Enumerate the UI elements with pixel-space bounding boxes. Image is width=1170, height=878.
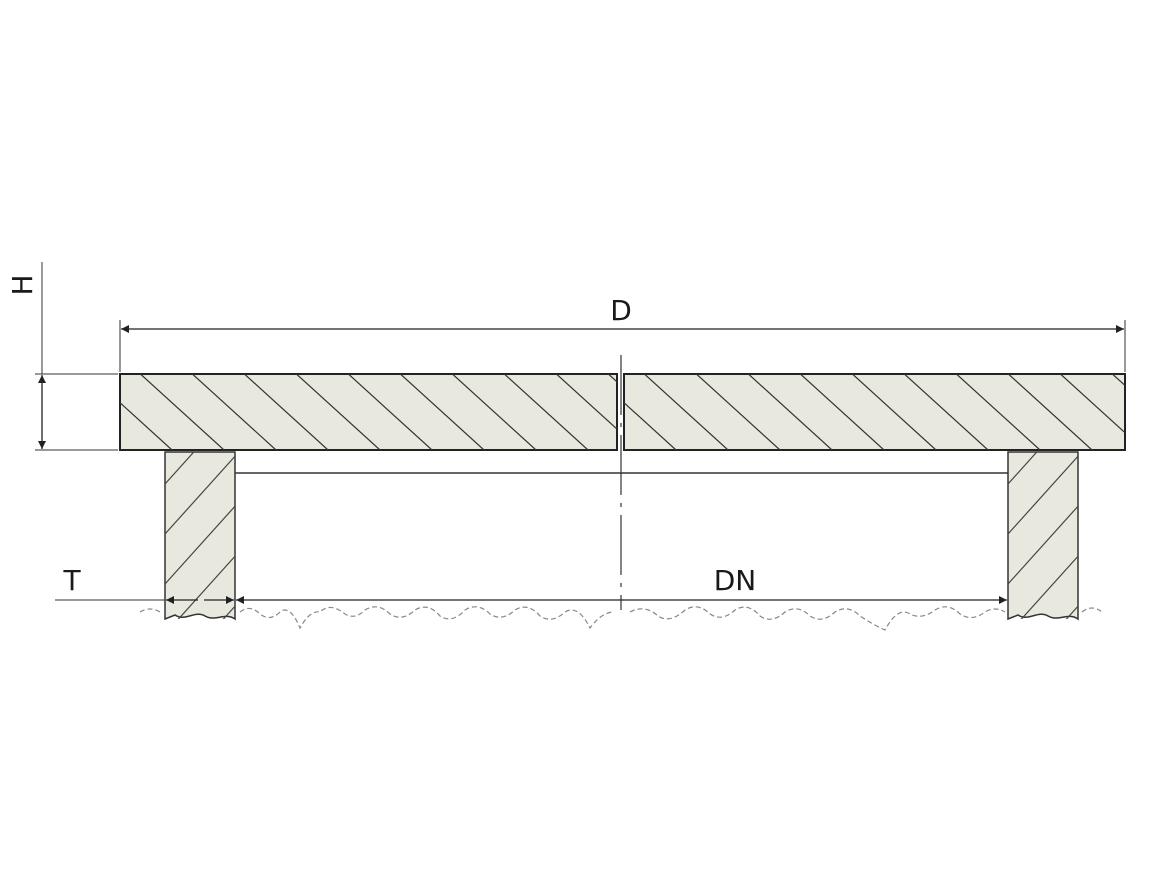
hatch-line (695, 374, 781, 450)
cover-slab (119, 373, 1170, 451)
hatch-line (1008, 505, 1078, 585)
hatch-line (222, 605, 235, 619)
hatch-line (120, 401, 173, 450)
dimension-d-label: D (610, 294, 632, 327)
hatch-line (295, 374, 381, 450)
hatch-line (0, 452, 14, 620)
hatch-line (0, 452, 59, 620)
hatch-line (243, 374, 329, 450)
hatch-line (1020, 555, 1078, 619)
hatch-line (555, 374, 617, 430)
break-line (139, 606, 1103, 631)
hatch-line (841, 452, 992, 620)
hatch-line (1164, 374, 1170, 450)
dimension-dn: DN (236, 564, 1007, 604)
hatch-line (165, 455, 235, 535)
hatch-line (799, 374, 885, 450)
hatch-line (347, 374, 433, 450)
hatch-line (624, 401, 677, 450)
hatch-line (165, 452, 195, 485)
cover-hatching-left (120, 374, 617, 450)
hatch-line (503, 374, 589, 450)
hatch-line (851, 374, 937, 450)
dimension-t: T (55, 564, 234, 604)
dimension-h-label: H (6, 274, 39, 295)
hatch-line (451, 374, 537, 450)
dimension-t-label: T (62, 564, 81, 597)
wall-right-hatching (751, 452, 1078, 620)
dimension-h: H (6, 262, 118, 451)
hatch-line (399, 374, 485, 450)
hatch-line (139, 374, 225, 450)
hatch-line (796, 452, 947, 620)
hatch-line (955, 374, 1041, 450)
hatch-line (165, 505, 235, 585)
hatch-line (1008, 452, 1038, 485)
dimension-dn-label: DN (714, 564, 757, 597)
cover-slab-right-half (623, 373, 1126, 451)
wall-left-hatching (0, 452, 235, 620)
hatch-line (1065, 605, 1078, 619)
wall-left (0, 451, 236, 621)
hatch-line (120, 449, 121, 450)
hatch-line (1008, 455, 1078, 535)
hatch-line (0, 452, 104, 620)
hatch-line (643, 374, 729, 450)
dimension-d: D (119, 294, 1126, 372)
wall-right (751, 451, 1079, 621)
hatch-line (747, 374, 833, 450)
cover-slab-left-half (119, 373, 618, 451)
hatch-line (191, 374, 277, 450)
hatch-line (751, 452, 902, 620)
cover-hatching-right (624, 374, 1170, 450)
hatch-line (177, 555, 235, 619)
hatch-line (1007, 374, 1093, 450)
hatch-line (903, 374, 989, 450)
hatch-line (1059, 374, 1125, 434)
